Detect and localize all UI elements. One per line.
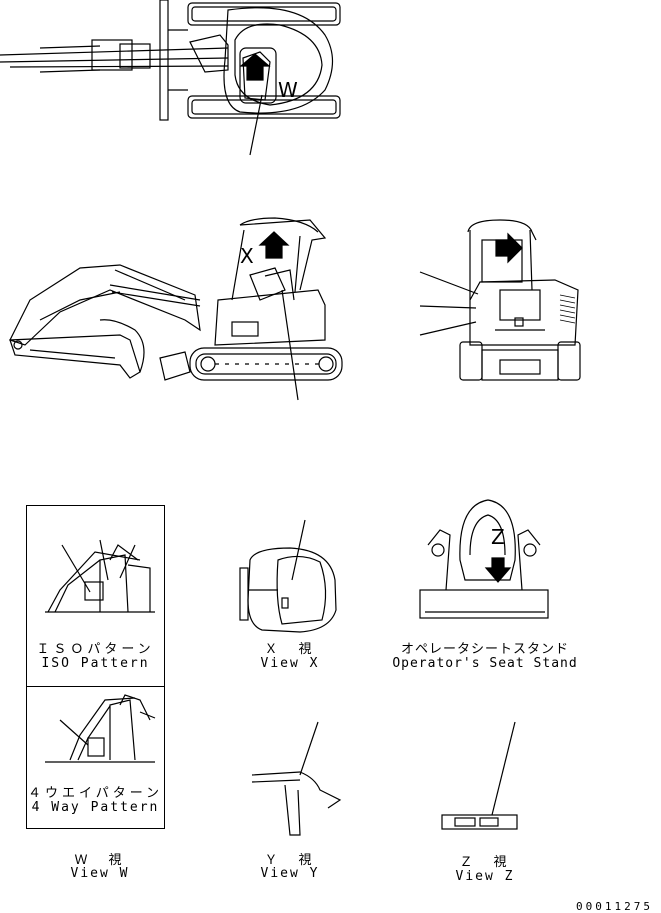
four-way-pattern-label-en: 4 Way Pattern — [31, 800, 160, 815]
view-z-label-ja: Ｚ 視 — [459, 855, 511, 870]
four-way-pattern-panel — [26, 686, 165, 829]
seat-stand-detail — [419, 499, 549, 619]
drawing-number: 00011275 — [576, 900, 653, 913]
top-view-excavator — [0, 0, 341, 156]
view-x-label-en: View X — [260, 656, 320, 671]
iso-pattern-label-ja: ＩＳＯパターン — [36, 642, 155, 657]
iso-pattern-label-en: ISO Pattern — [41, 656, 150, 671]
seat-stand-label-ja: オペレータシートスタンド — [400, 642, 569, 657]
view-y-label-en: View Y — [260, 866, 320, 881]
view-w-label-ja: Ｗ 視 — [74, 853, 126, 868]
marker-z: Z — [491, 525, 505, 549]
view-w-label-en: View W — [70, 866, 130, 881]
side-view-excavator — [9, 217, 343, 401]
four-way-pattern-detail — [45, 694, 156, 763]
rear-view-excavator — [419, 219, 581, 381]
marker-w: W — [278, 78, 298, 102]
view-y-detail — [251, 721, 342, 836]
view-y-label-ja: Ｙ 視 — [264, 853, 316, 868]
seat-stand-label-en: Operator's Seat Stand — [392, 656, 578, 671]
marker-x: X — [240, 244, 254, 268]
four-way-pattern-label-ja: ４ウエイパターン — [27, 786, 164, 801]
view-x-detail — [239, 519, 337, 633]
iso-pattern-detail — [45, 539, 155, 613]
view-x-label-ja: Ｘ 視 — [264, 642, 316, 657]
view-z-detail — [441, 721, 518, 830]
view-z-label-en: View Z — [455, 869, 515, 884]
